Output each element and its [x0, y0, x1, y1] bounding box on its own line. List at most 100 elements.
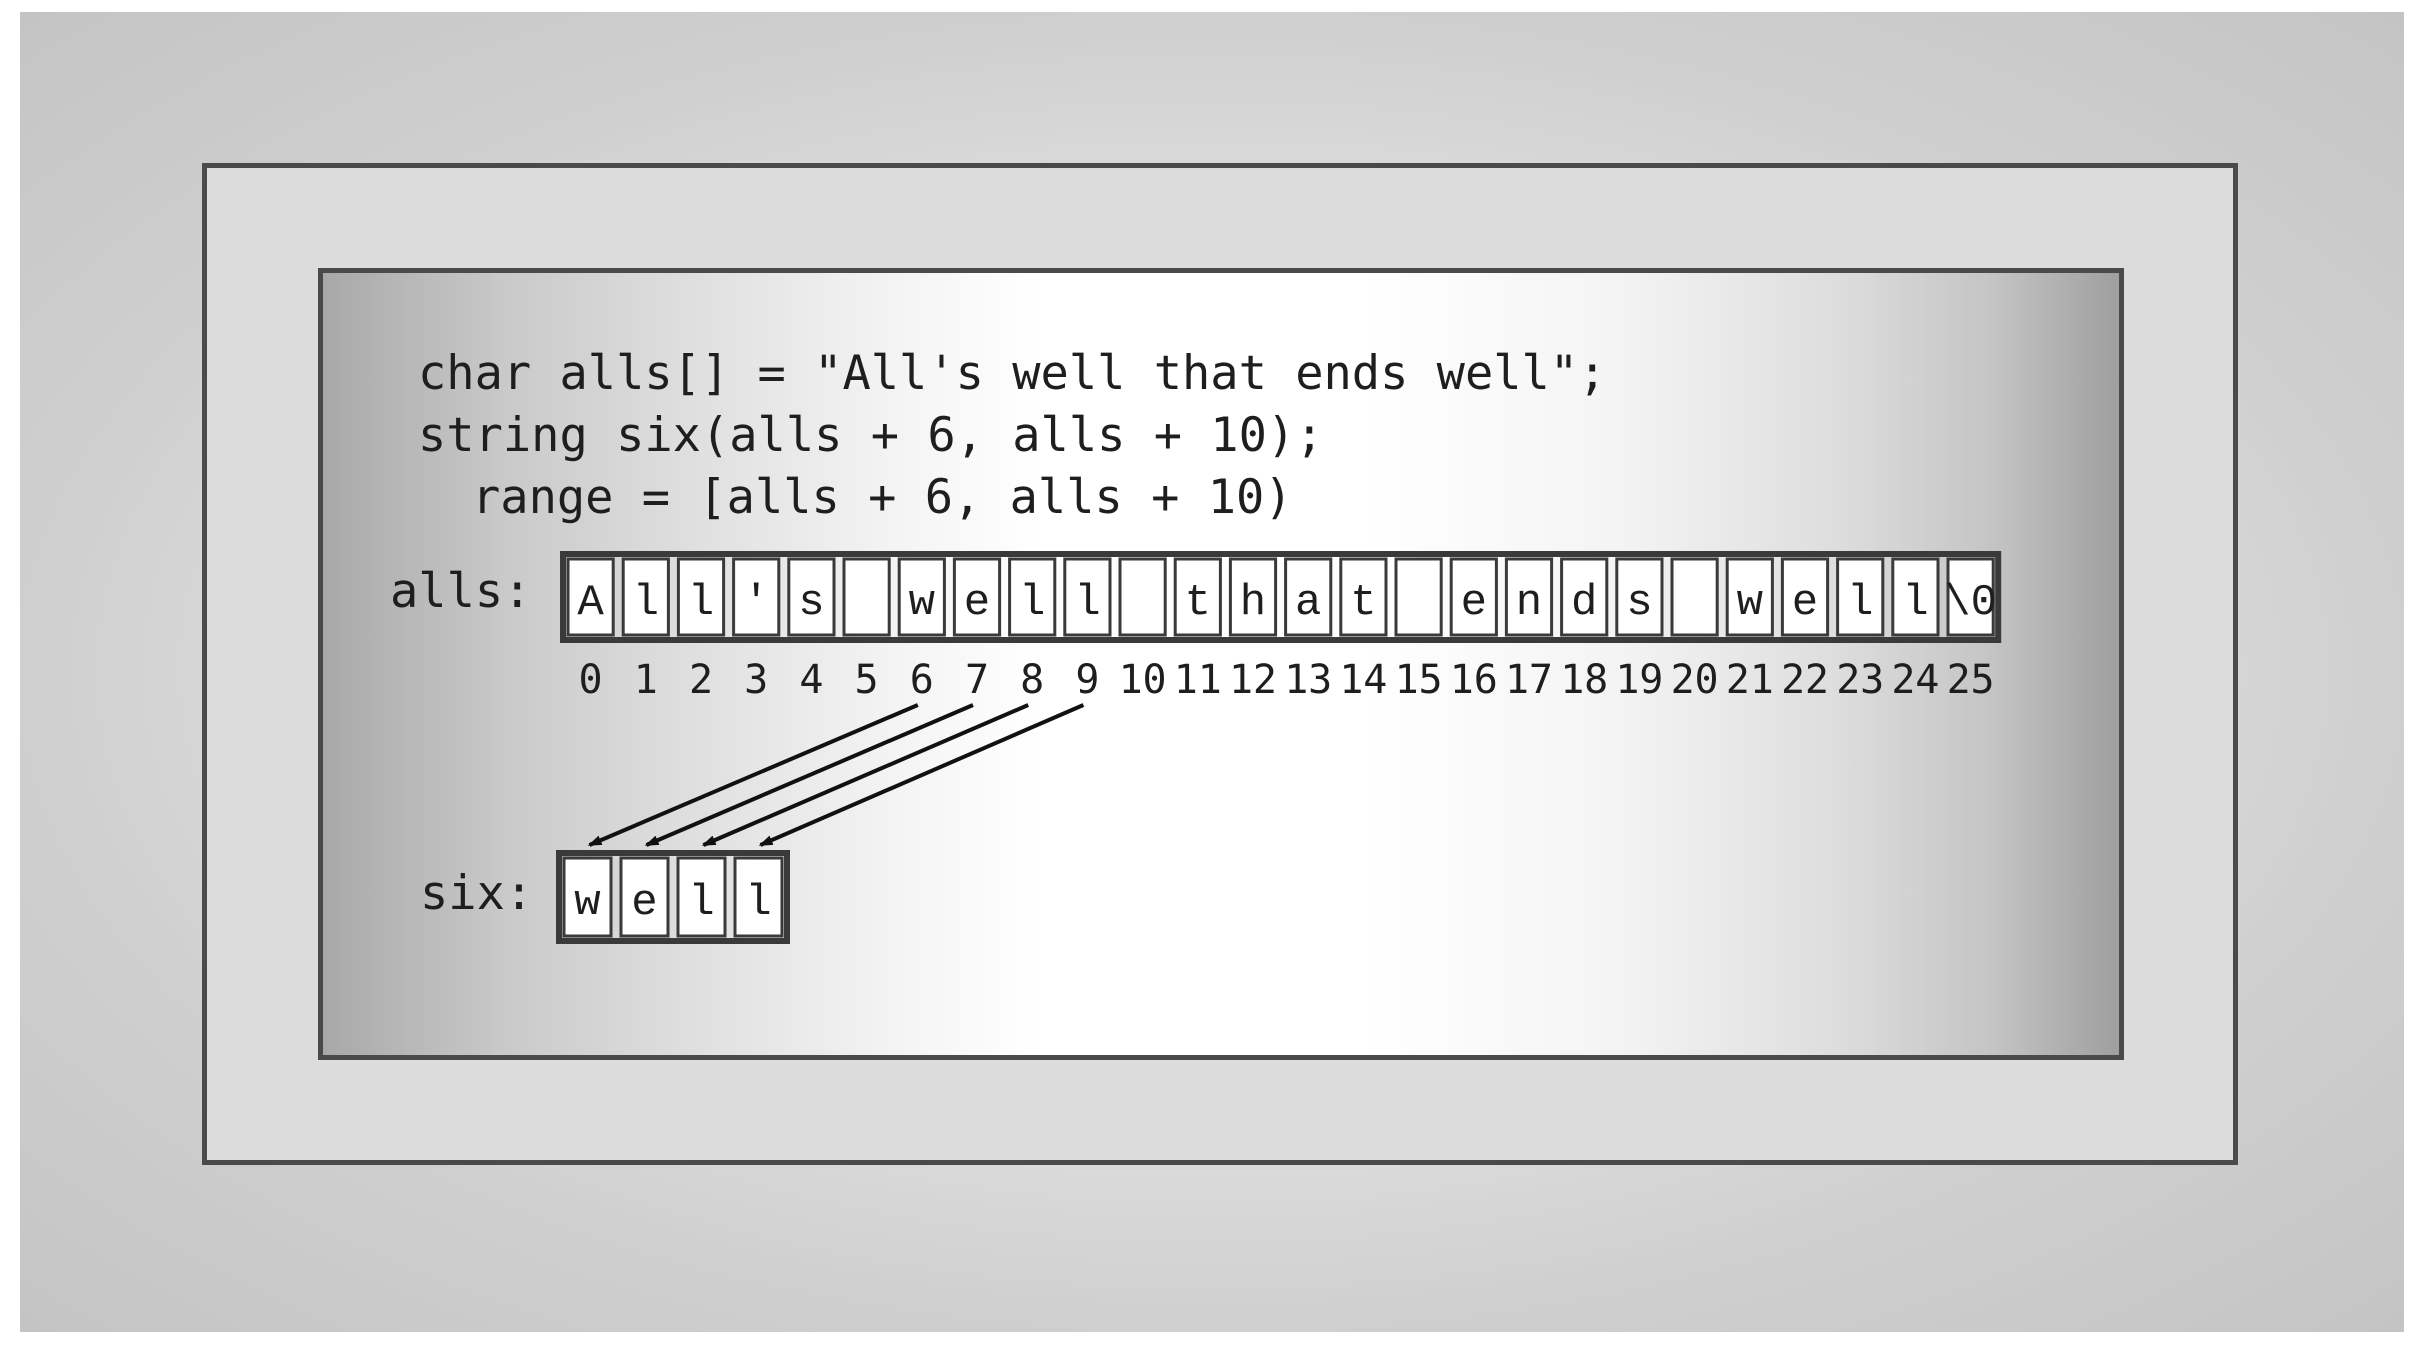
alls-cell-char: l — [1902, 578, 1928, 628]
alls-cell — [676, 557, 726, 637]
alls-index-label: 4 — [799, 657, 823, 703]
copy-arrow — [587, 703, 919, 847]
alls-cell-char: s — [1626, 578, 1652, 628]
code-line-constructor: string six(alls + 6, alls + 10); — [418, 408, 1324, 463]
copy-arrow — [644, 703, 974, 847]
alls-cell-char: l — [633, 578, 659, 628]
alls-cell — [787, 557, 836, 637]
alls-index-label: 2 — [689, 657, 713, 703]
alls-index-label: 25 — [1947, 657, 1995, 703]
alls-cell-char: e — [964, 578, 990, 628]
alls-cell — [1780, 557, 1830, 637]
six-cell-char: e — [631, 878, 657, 928]
six-cell — [676, 856, 727, 938]
alls-cell — [1946, 557, 1995, 637]
alls-cell-char: e — [1792, 578, 1818, 628]
alls-cell — [952, 557, 1002, 637]
alls-cell-char: l — [1019, 578, 1045, 628]
alls-cell — [621, 557, 670, 637]
alls-cell — [1725, 557, 1774, 637]
six-cell — [562, 856, 613, 938]
copy-arrow — [758, 703, 1085, 847]
alls-index-label: 11 — [1174, 657, 1222, 703]
alls-cell — [897, 557, 946, 637]
alls-cell-char: A — [577, 578, 604, 628]
alls-index-label: 13 — [1284, 657, 1332, 703]
alls-cell — [1173, 557, 1222, 637]
alls-index-label: 6 — [910, 657, 934, 703]
alls-cell — [1118, 557, 1167, 637]
alls-index-label: 19 — [1615, 657, 1663, 703]
alls-cell-char: l — [688, 578, 714, 628]
alls-cell — [1504, 557, 1554, 637]
alls-index-label: 5 — [855, 657, 879, 703]
alls-cell-char: t — [1350, 578, 1376, 628]
six-array-border — [556, 850, 790, 944]
copy-arrows — [587, 703, 1085, 847]
alls-cell — [1063, 557, 1112, 637]
alls-cell — [566, 557, 615, 637]
alls-cell-char: h — [1240, 578, 1266, 628]
alls-index-label: 14 — [1339, 657, 1387, 703]
alls-index-label: 3 — [744, 657, 768, 703]
alls-cell — [1339, 557, 1388, 637]
six-label: six: — [420, 866, 534, 921]
alls-index-label: 1 — [634, 657, 658, 703]
alls-cell-char: e — [1461, 578, 1487, 628]
alls-cell-char: l — [1074, 578, 1100, 628]
six-cell — [733, 856, 784, 938]
alls-cell-char: ' — [743, 578, 769, 628]
alls-cell — [1008, 557, 1057, 637]
alls-cell — [1560, 557, 1609, 637]
code-line-declaration: char alls[] = "All's well that ends well… — [418, 346, 1607, 401]
alls-index-label: 16 — [1450, 657, 1498, 703]
alls-index-label: 17 — [1505, 657, 1553, 703]
code-line-range: range = [alls + 6, alls + 10) — [472, 470, 1293, 525]
six-cell — [619, 856, 670, 938]
alls-cell — [1228, 557, 1278, 637]
alls-index-label: 0 — [579, 657, 603, 703]
alls-index-label: 7 — [965, 657, 989, 703]
alls-cell-char: n — [1516, 578, 1542, 628]
alls-cell-char: w — [909, 578, 935, 628]
alls-cell-char: \0 — [1944, 578, 1997, 628]
copy-arrow — [701, 703, 1029, 847]
alls-index-label: 9 — [1075, 657, 1099, 703]
six-cell-char: l — [688, 878, 714, 928]
alls-cell-char: l — [1847, 578, 1873, 628]
alls-cell — [1615, 557, 1664, 637]
alls-cell — [1670, 557, 1719, 637]
alls-cell — [1891, 557, 1940, 637]
six-cell-char: w — [574, 878, 600, 928]
alls-cell-char: d — [1571, 578, 1597, 628]
alls-index-label: 21 — [1726, 657, 1774, 703]
alls-index-label: 23 — [1836, 657, 1884, 703]
alls-index-label: 12 — [1229, 657, 1277, 703]
alls-index-label: 8 — [1020, 657, 1044, 703]
six-cell-char: l — [745, 878, 771, 928]
alls-cell — [1284, 557, 1333, 637]
alls-cell — [842, 557, 891, 637]
alls-cell — [1836, 557, 1885, 637]
alls-array-border — [560, 551, 2002, 643]
alls-index-label: 15 — [1395, 657, 1443, 703]
alls-index-label: 18 — [1560, 657, 1608, 703]
alls-cell-char: s — [798, 578, 824, 628]
alls-cell — [732, 557, 781, 637]
alls-cell-char: w — [1737, 578, 1763, 628]
alls-label: alls: — [390, 564, 532, 619]
alls-cell-char: a — [1295, 578, 1321, 628]
alls-index-label: 24 — [1891, 657, 1939, 703]
alls-index-label: 22 — [1781, 657, 1829, 703]
alls-index-label: 10 — [1119, 657, 1167, 703]
alls-cell-char: t — [1185, 578, 1211, 628]
alls-index-label: 20 — [1671, 657, 1719, 703]
alls-cell — [1449, 557, 1498, 637]
diagram-panel — [318, 268, 2124, 1060]
alls-cell — [1394, 557, 1443, 637]
